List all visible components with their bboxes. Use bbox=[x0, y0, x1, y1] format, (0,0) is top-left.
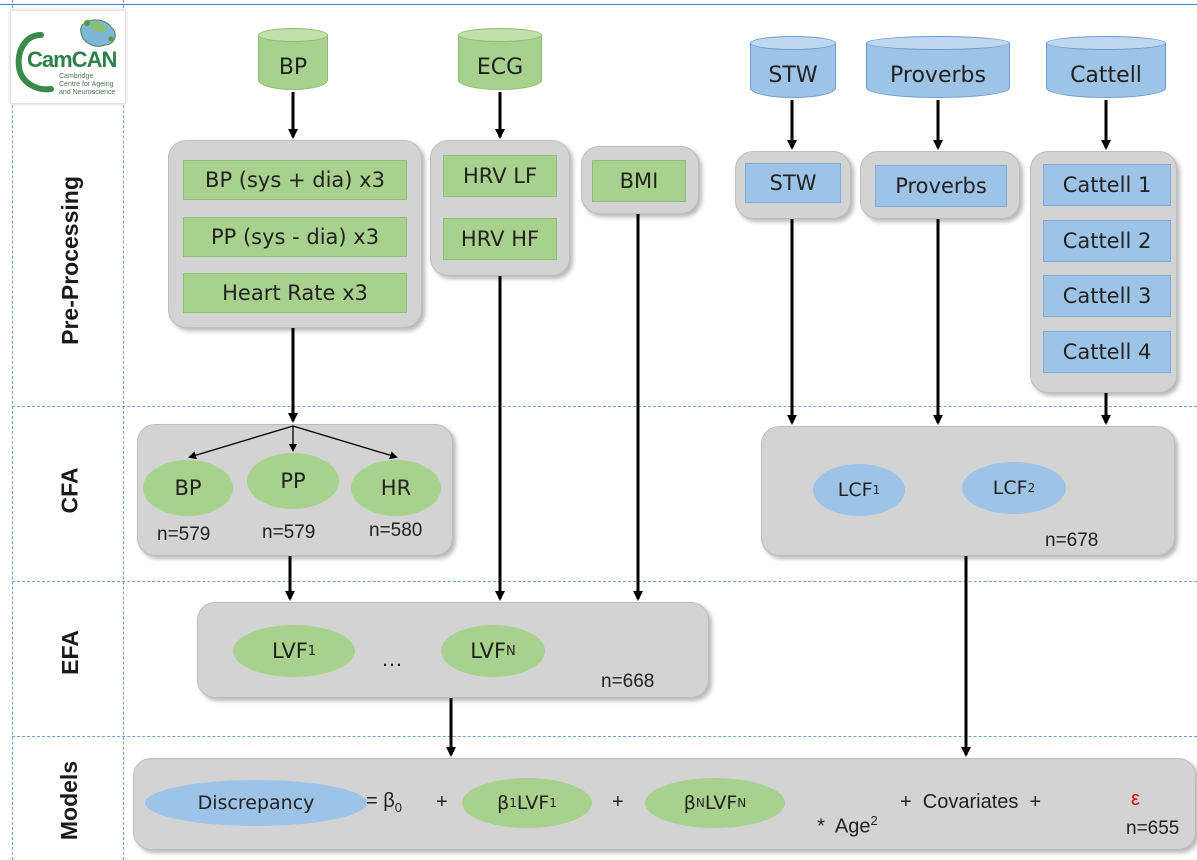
preproc-hrv-hf-item: HRV HF bbox=[443, 218, 557, 260]
logo-brand-text: CamCAN bbox=[27, 47, 117, 72]
left-guide-line bbox=[12, 0, 13, 860]
source-cattell-label: Cattell bbox=[1070, 62, 1142, 88]
preproc-stw-item: STW bbox=[745, 163, 841, 203]
preproc-cattell-2-item: Cattell 2 bbox=[1043, 220, 1171, 262]
cfa-cognition-count: n=678 bbox=[1045, 530, 1099, 551]
preproc-proverbs-item: Proverbs bbox=[875, 165, 1007, 207]
efa-ellipsis: … bbox=[381, 646, 403, 671]
source-stw-label: STW bbox=[768, 62, 818, 88]
models-discrepancy-ellipse: Discrepancy bbox=[145, 780, 367, 826]
source-ecg-label: ECG bbox=[476, 54, 524, 80]
preproc-bmi-item: BMI bbox=[592, 160, 686, 202]
preproc-hrv-lf-item: HRV LF bbox=[443, 155, 557, 197]
models-beta0-term: = β0 bbox=[366, 790, 402, 815]
source-bp-label: BP bbox=[278, 54, 308, 80]
models-plus-1: + bbox=[436, 791, 448, 813]
cfa-pp-factor: PP bbox=[247, 453, 339, 509]
source-stw-cylinder: STW bbox=[750, 36, 836, 98]
source-bp-cylinder: BP bbox=[258, 28, 328, 90]
source-proverbs-label: Proverbs bbox=[890, 62, 986, 88]
preproc-cattell-3-item: Cattell 3 bbox=[1043, 275, 1171, 317]
cfa-hr-factor: HR bbox=[351, 460, 441, 516]
logo-subtitle-2: Centre for Ageing bbox=[59, 81, 114, 88]
cfa-hr-count: n=580 bbox=[369, 520, 423, 541]
cfa-bp-factor: BP bbox=[143, 460, 233, 516]
source-ecg-cylinder: ECG bbox=[458, 28, 542, 90]
efa-count: n=668 bbox=[601, 671, 655, 692]
camcan-logo: CamCAN Cambridge Centre for Ageing and N… bbox=[10, 10, 126, 104]
arrow-cfa-split-hr bbox=[292, 425, 398, 460]
source-proverbs-cylinder: Proverbs bbox=[866, 36, 1010, 98]
cfa-bp-count: n=579 bbox=[157, 524, 211, 545]
label-guide-line bbox=[123, 0, 124, 860]
models-epsilon: ε bbox=[1131, 788, 1140, 810]
preproc-hr-item: Heart Rate x3 bbox=[183, 273, 407, 313]
source-cattell-cylinder: Cattell bbox=[1046, 36, 1166, 98]
arrow-cfa-split-bp bbox=[188, 425, 294, 460]
cfa-pp-count: n=579 bbox=[262, 522, 316, 543]
models-age-term: * Age2 bbox=[817, 813, 878, 838]
preproc-cattell-1-item: Cattell 1 bbox=[1043, 164, 1171, 206]
models-plus-2: + bbox=[612, 791, 624, 813]
top-border-line bbox=[0, 4, 1197, 5]
models-count: n=655 bbox=[1126, 818, 1180, 839]
preproc-cattell-4-item: Cattell 4 bbox=[1043, 331, 1171, 373]
row-divider-cfa bbox=[12, 406, 1197, 407]
row-divider-efa bbox=[12, 581, 1197, 582]
row-divider-models bbox=[12, 736, 1197, 737]
preproc-bp-item: BP (sys + dia) x3 bbox=[183, 160, 407, 200]
models-covariates-term: + Covariates + bbox=[900, 791, 1042, 813]
logo-subtitle-3: and Neuroscience bbox=[59, 89, 116, 96]
logo-subtitle-1: Cambridge bbox=[59, 73, 94, 80]
preproc-pp-item: PP (sys - dia) x3 bbox=[183, 217, 407, 257]
camcan-logo-graphic bbox=[15, 19, 116, 93]
